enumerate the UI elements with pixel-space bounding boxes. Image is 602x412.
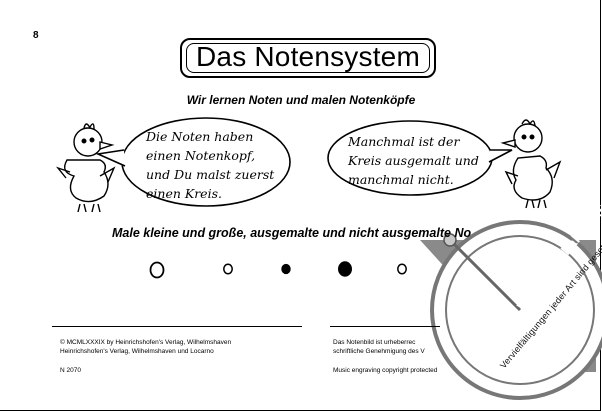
speech-bubble-right bbox=[327, 120, 513, 196]
chick-illustration-right bbox=[500, 119, 562, 209]
footer-rights-notice: Das Notenbild ist urheberrec bbox=[333, 339, 416, 346]
speech-text-right: Manchmal ist der Kreis ausgemalt und man… bbox=[348, 134, 479, 187]
footer-publisher: Heinrichshofen's Verlag, Wilhelmshaven u… bbox=[60, 348, 214, 355]
page-number: 8 bbox=[33, 30, 39, 41]
notehead-large-hollow bbox=[149, 261, 165, 279]
footer-permission-notice: schriftliche Genehmigung des V bbox=[333, 348, 425, 355]
notehead-small-hollow bbox=[397, 263, 407, 275]
footer-rule-right bbox=[330, 326, 440, 327]
footer-catalog-number: N 2070 bbox=[60, 367, 81, 374]
notehead-large-filled bbox=[338, 261, 352, 277]
page-subtitle: Wir lernen Noten und malen Notenköpfe bbox=[186, 93, 416, 107]
speech-bubble-left bbox=[95, 117, 291, 207]
notehead-row bbox=[149, 261, 475, 279]
footer-engraving-notice: Music engraving copyright protected bbox=[333, 367, 438, 374]
notehead-small-filled bbox=[281, 263, 291, 275]
chick-illustration-left bbox=[55, 123, 116, 213]
title-box: Das Notensystem bbox=[180, 38, 436, 78]
speech-text-left: Die Noten haben einen Notenkopf, und Du … bbox=[146, 129, 275, 201]
notehead-small-hollow bbox=[223, 263, 233, 275]
exercise-instruction: Male kleine und große, ausgemalte und ni… bbox=[112, 226, 472, 240]
watermark-stamp bbox=[420, 220, 602, 400]
footer-copyright: © MCMLXXXIX by Heinrichshofen's Verlag, … bbox=[60, 339, 232, 346]
page-title: Das Notensystem bbox=[196, 41, 420, 72]
footer-rule-left bbox=[52, 326, 302, 327]
